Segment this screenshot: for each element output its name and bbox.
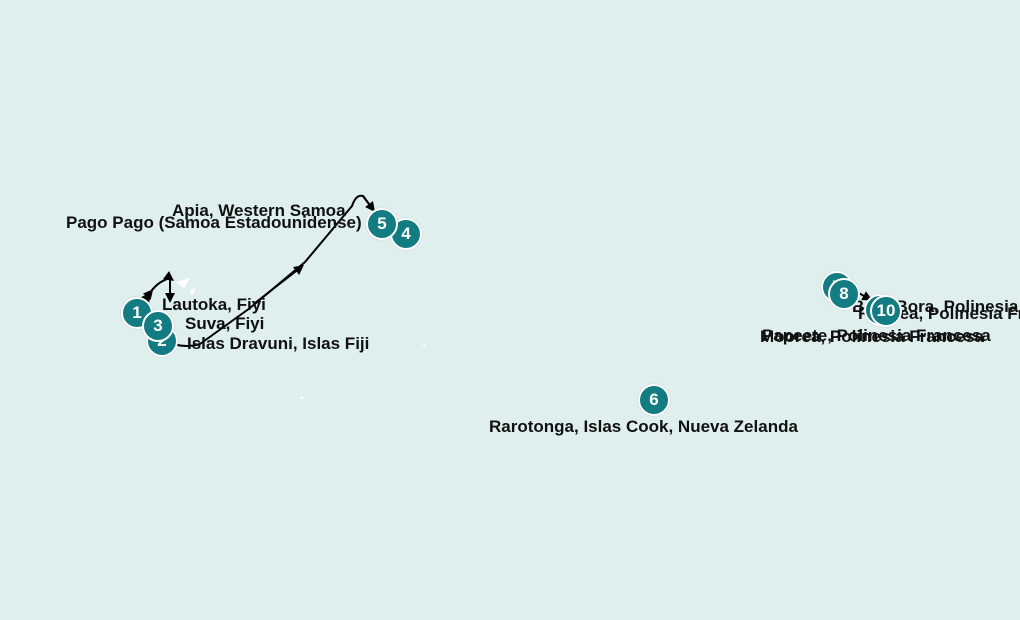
- stop-label-moorea: Moorea, Polinesia Francesa: [760, 327, 984, 346]
- stop-label-lautoka: Lautoka, Fiyi: [162, 295, 266, 314]
- stop-marker-4[interactable]: 4: [390, 218, 422, 250]
- stop-marker-3[interactable]: 3: [142, 310, 174, 342]
- islet-shape: [300, 396, 305, 399]
- islet-shape: [422, 344, 426, 347]
- route-segment-arrow: [254, 264, 304, 304]
- stop-marker-10[interactable]: 10: [870, 295, 902, 327]
- stop-label-papeete: Papeete, Polinesia Francesa: [762, 326, 991, 345]
- route-segment-arrow: [362, 195, 375, 212]
- stop-marker-5[interactable]: 5: [366, 208, 398, 240]
- fiji-island-shape: [176, 278, 190, 288]
- stop-label-apia: Apia, Western Samoa: [172, 201, 346, 220]
- stop-label-suva: Suva, Fiyi: [185, 314, 265, 333]
- fiji-island-shape: [190, 288, 196, 296]
- stop-label-rarotonga: Rarotonga, Islas Cook, Nueva Zelanda: [489, 417, 798, 436]
- stop-label-pago-pago: Pago Pago (Samoa Estadounidense): [66, 213, 362, 232]
- stop-marker-8[interactable]: 8: [828, 278, 860, 310]
- stop-label-dravuni: Islas Dravuni, Islas Fiji: [187, 334, 370, 353]
- stop-marker-6[interactable]: 6: [638, 384, 670, 416]
